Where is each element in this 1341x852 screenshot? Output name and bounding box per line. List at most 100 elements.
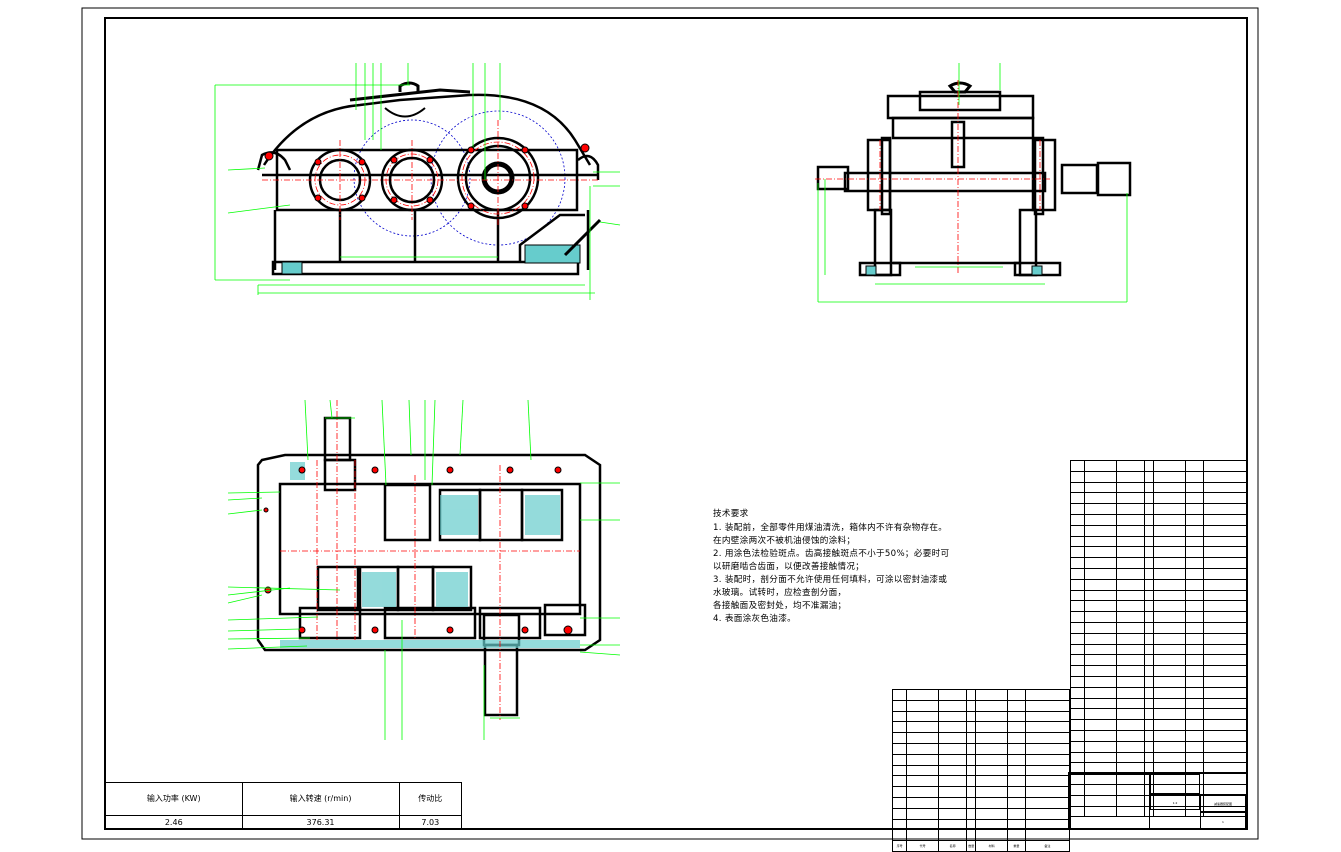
bom-cell xyxy=(1069,643,1086,656)
tech-req-line: 以研磨啮合齿面，以便改善接触情况； xyxy=(713,562,865,572)
bom-cell xyxy=(966,753,977,766)
bom-row xyxy=(1069,740,1249,753)
bom-cell xyxy=(891,786,908,798)
bom-cell xyxy=(1084,632,1118,645)
bom-cell xyxy=(906,742,940,755)
bom-cell xyxy=(1024,710,1071,723)
bom-cell xyxy=(1153,719,1187,731)
bom-row xyxy=(891,796,1071,809)
bom-cell xyxy=(891,689,908,701)
bom-cell xyxy=(1084,535,1118,548)
bom-cell xyxy=(975,775,1009,788)
title-block-drawing-name: 减速器装配图 xyxy=(1200,794,1246,812)
bom-cell xyxy=(1153,578,1187,591)
bom-cell xyxy=(1084,557,1118,569)
bom-row xyxy=(1069,751,1249,764)
tech-req-line: 水玻璃。试转时，应检查剖分面， xyxy=(713,588,847,598)
bom-cell xyxy=(1116,697,1146,710)
bom-cell xyxy=(891,753,908,766)
bom-row xyxy=(1069,654,1249,667)
bom-cell xyxy=(1007,753,1026,766)
bom-cell xyxy=(1202,503,1249,515)
bom-cell xyxy=(1116,535,1146,548)
bom-row xyxy=(891,829,1071,842)
parameters-table: 输入功率 (KW) 输入转速 (r/min) 传动比 2.46 376.31 7… xyxy=(105,782,463,831)
bom-cell xyxy=(1144,740,1155,753)
bom-row xyxy=(891,689,1071,701)
bom-cell xyxy=(1144,481,1155,494)
bom-cell xyxy=(1185,665,1204,677)
bom-cell xyxy=(906,818,940,831)
bom-cell xyxy=(906,699,940,712)
bom-cell xyxy=(1024,786,1071,798)
bom-cell xyxy=(1185,675,1204,688)
bom-cell xyxy=(1069,460,1086,472)
title-block-scale: 1:2 xyxy=(1150,794,1200,810)
bom-cell xyxy=(1144,632,1155,645)
bom-cell xyxy=(1202,621,1249,634)
bom-cell xyxy=(938,742,968,755)
bom-cell xyxy=(1116,675,1146,688)
bom-cell xyxy=(1144,719,1155,731)
bom-cell xyxy=(1185,740,1204,753)
bom-row xyxy=(1069,535,1249,548)
bom-row xyxy=(1069,719,1249,731)
bom-row xyxy=(1069,675,1249,688)
bom-cell xyxy=(1153,481,1187,494)
bom-cell xyxy=(1185,708,1204,721)
inner-border xyxy=(104,17,1248,830)
bom-cell xyxy=(1202,492,1249,505)
bom-cell xyxy=(1144,729,1155,742)
bom-cell xyxy=(1116,665,1146,677)
bom-cell xyxy=(1116,513,1146,526)
bom-cell xyxy=(1084,481,1118,494)
bom-row xyxy=(1069,697,1249,710)
bom-row xyxy=(891,775,1071,788)
bom-cell xyxy=(1084,665,1118,677)
bom-cell xyxy=(1116,546,1146,559)
bom-cell xyxy=(1084,675,1118,688)
bom-cell xyxy=(1153,665,1187,677)
param-value-speed: 376.31 xyxy=(241,814,400,831)
bom-cell xyxy=(1185,697,1204,710)
bom-cell xyxy=(1007,710,1026,723)
bom-cell xyxy=(1144,665,1155,677)
bom-cell xyxy=(1185,546,1204,559)
bom-header-cell: 重量 xyxy=(1007,840,1026,852)
bom-cell xyxy=(938,732,968,744)
bom-cell xyxy=(906,710,940,723)
bom-row xyxy=(1069,665,1249,677)
technical-requirements: 技术要求 1. 装配前，全部零件用煤油清洗，箱体内不许有杂物存在。 在内壁涂两次… xyxy=(713,508,1013,626)
bom-cell xyxy=(1007,689,1026,701)
bom-cell xyxy=(966,710,977,723)
bom-cell xyxy=(1202,675,1249,688)
bom-cell xyxy=(1069,632,1086,645)
bom-cell xyxy=(1007,796,1026,809)
bom-cell xyxy=(938,753,968,766)
bom-cell xyxy=(1007,699,1026,712)
bom-cell xyxy=(1144,600,1155,613)
bom-cell xyxy=(1185,481,1204,494)
bom-row xyxy=(1069,589,1249,602)
bom-cell xyxy=(966,764,977,777)
bom-row xyxy=(1069,460,1249,472)
bom-cell xyxy=(1153,546,1187,559)
bom-row xyxy=(1069,729,1249,742)
bom-cell xyxy=(1202,470,1249,483)
bom-header-cell: 名称 xyxy=(938,840,968,852)
bom-cell xyxy=(1153,460,1187,472)
bom-cell xyxy=(1084,589,1118,602)
bom-cell xyxy=(1116,621,1146,634)
bom-row xyxy=(1069,578,1249,591)
bom-cell xyxy=(1069,729,1086,742)
bom-cell xyxy=(1202,513,1249,526)
bom-cell xyxy=(1084,513,1118,526)
bom-cell xyxy=(906,721,940,734)
bom-cell xyxy=(1116,557,1146,569)
bom-cell xyxy=(1084,719,1118,731)
bom-cell xyxy=(1069,708,1086,721)
bom-cell xyxy=(1024,775,1071,788)
tech-req-title: 技术要求 xyxy=(713,509,749,519)
bom-cell xyxy=(1185,643,1204,656)
bom-cell xyxy=(1153,589,1187,602)
